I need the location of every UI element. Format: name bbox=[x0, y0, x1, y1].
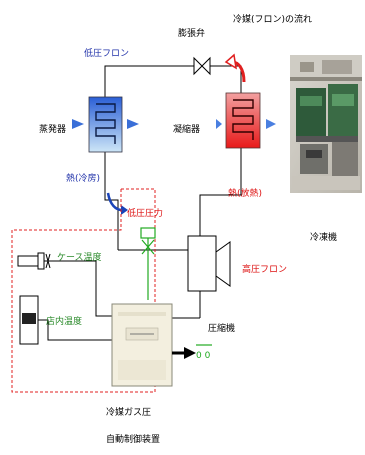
high-pressure-freon-label: 高圧フロン bbox=[242, 263, 287, 275]
condenser bbox=[225, 92, 261, 149]
refrigerator-label: 冷凍機 bbox=[310, 231, 337, 243]
case-temp-label: ケース温度 bbox=[57, 251, 102, 263]
low-pressure-sensor bbox=[140, 227, 156, 300]
refrigerator-photo bbox=[290, 55, 362, 193]
condenser-left-arrow bbox=[216, 119, 222, 129]
evaporator-label: 蒸発器 bbox=[39, 123, 66, 135]
expansion-valve-label: 膨張弁 bbox=[178, 27, 205, 39]
output-arrow bbox=[172, 347, 196, 359]
compressor-label: 圧縮機 bbox=[208, 322, 235, 334]
condenser-label: 凝縮器 bbox=[173, 123, 200, 135]
cooling-flow-arrow bbox=[106, 192, 128, 215]
store-temp-label: 店内温度 bbox=[46, 315, 82, 327]
evaporator bbox=[88, 96, 123, 153]
low-pressure-label: 低圧圧力 bbox=[127, 207, 163, 219]
low-pressure-freon-label: 低圧フロン bbox=[84, 47, 129, 59]
heat-cooling-label: 熱(冷房) bbox=[66, 172, 100, 184]
condenser-flow-arrow bbox=[224, 53, 246, 83]
evaporator-left-arrow bbox=[72, 119, 84, 129]
expansion-valve bbox=[193, 56, 211, 76]
compressor bbox=[172, 235, 231, 319]
output-symbol-text: 0 0 bbox=[196, 351, 211, 361]
controller-label-line2: 自動制御装置 bbox=[106, 433, 160, 445]
title-text: 冷媒(フロン)の流れ bbox=[233, 13, 312, 25]
condenser-right-arrow bbox=[266, 119, 276, 129]
case-temp-sensor bbox=[17, 252, 112, 317]
controller-label-line1: 冷媒ガス圧 bbox=[106, 406, 151, 418]
store-temp-sensor bbox=[19, 295, 112, 345]
heat-release-label: 熱(放熱) bbox=[228, 187, 262, 199]
refrigerant-pipes bbox=[104, 65, 242, 270]
evaporator-right-arrow bbox=[127, 119, 139, 129]
controller-box bbox=[111, 303, 173, 387]
